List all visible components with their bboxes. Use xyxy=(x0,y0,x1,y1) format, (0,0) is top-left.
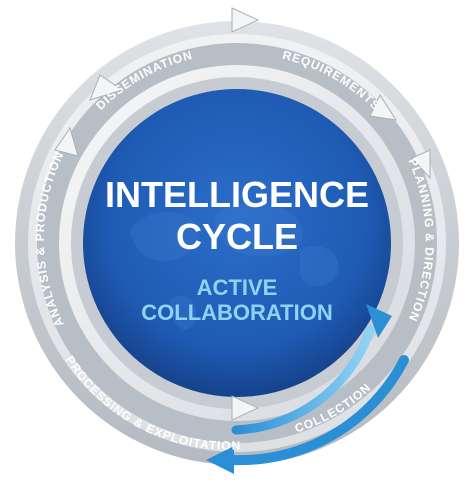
cycle-arrows xyxy=(54,7,431,421)
world-map-watermark xyxy=(130,203,339,330)
active-arrows xyxy=(206,304,409,474)
title-line-2: CYCLE xyxy=(176,216,298,257)
subtitle-line-1: ACTIVE xyxy=(197,275,278,300)
title-line-1: INTELLIGENCE xyxy=(105,174,369,215)
subtitle-line-2: COLLABORATION xyxy=(141,300,332,325)
center-disk xyxy=(83,89,391,397)
